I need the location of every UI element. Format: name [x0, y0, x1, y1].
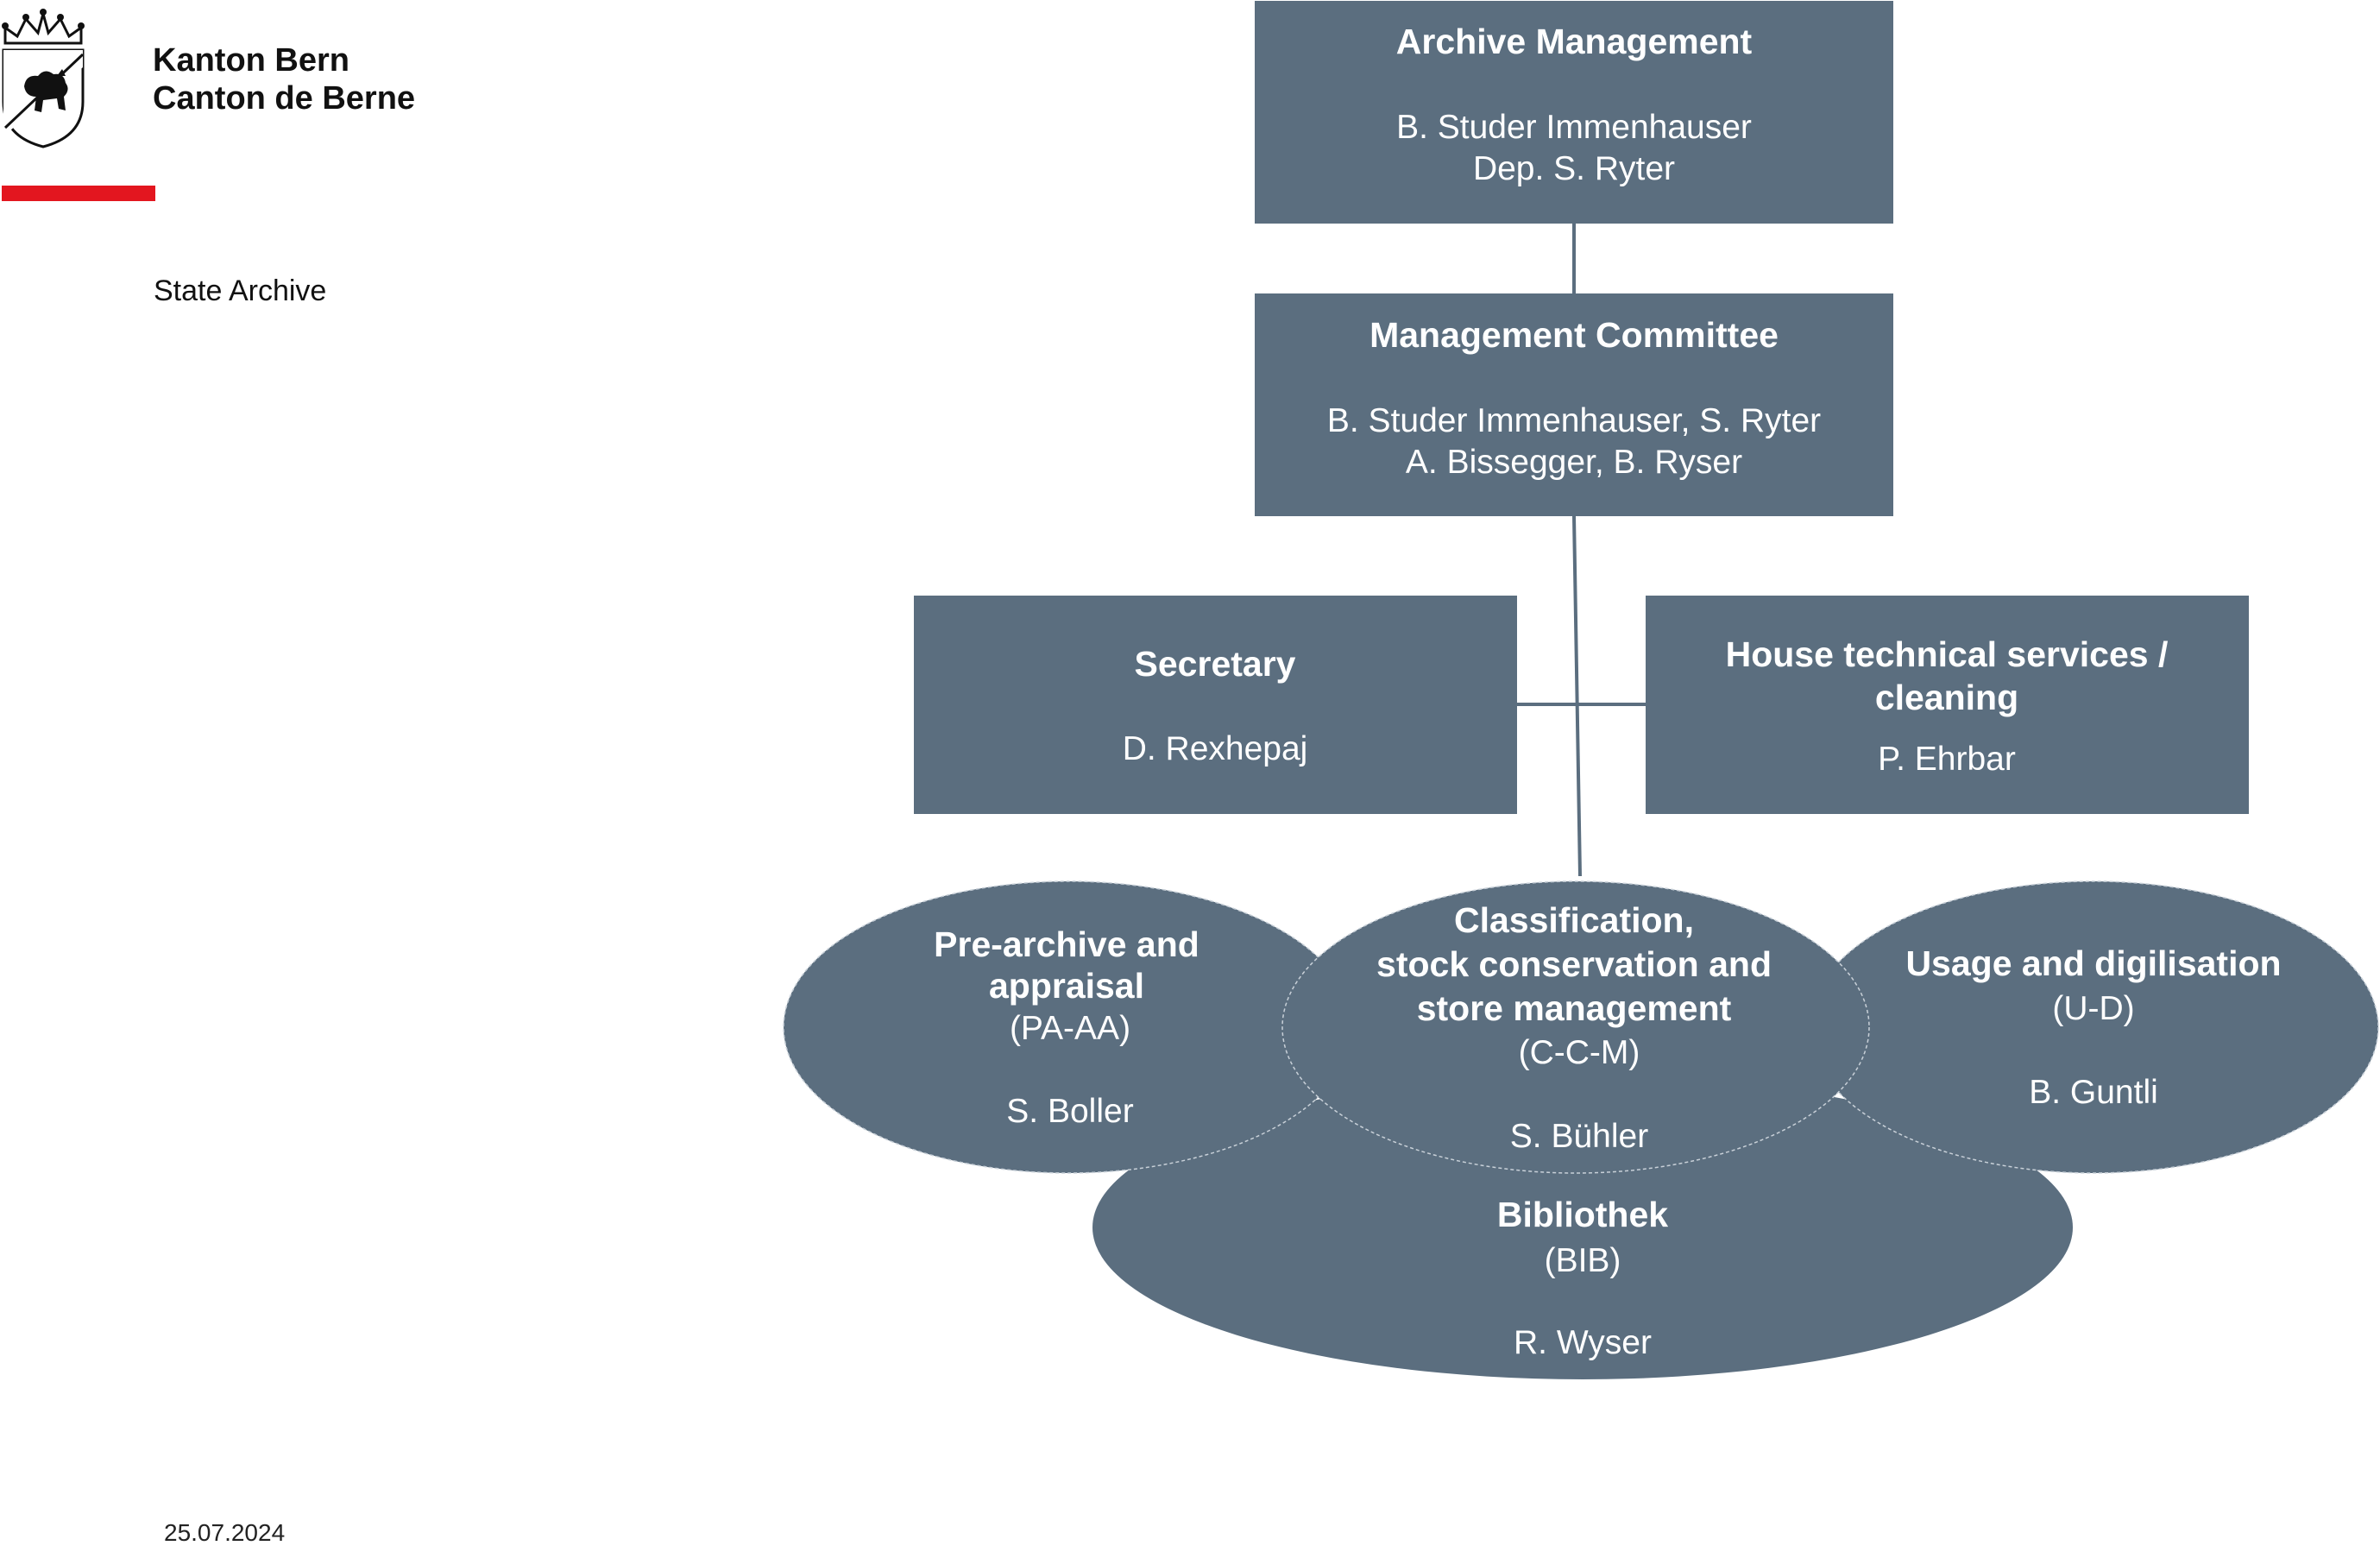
management-committee-members-2: A. Bissegger, B. Ryser — [1406, 444, 1742, 481]
classification-ellipse: Classification, stock conservation and s… — [1281, 880, 1870, 1174]
usage-person: B. Guntli — [2029, 1074, 2158, 1111]
pre-archive-title-2: appraisal — [989, 966, 1144, 1006]
usage-ellipse: Usage and digilisation (U-D) B. Guntli — [1808, 880, 2379, 1174]
secretary-box: Secretary D. Rexhepaj — [914, 596, 1517, 814]
management-committee-members-1: B. Studer Immenhauser, S. Ryter — [1327, 402, 1821, 439]
connector-line — [1572, 515, 1582, 877]
classification-title-1: Classification, — [1454, 900, 1694, 940]
archive-management-box: Archive Management B. Studer Immenhauser… — [1255, 1, 1893, 224]
library-abbr: (BIB) — [1545, 1242, 1621, 1279]
pre-archive-person: S. Boller — [1006, 1093, 1133, 1130]
canton-name-french: Canton de Berne — [153, 80, 416, 117]
classification-abbr: (C-C-M) — [1519, 1034, 1640, 1071]
house-services-person: P. Ehrbar — [1878, 741, 2016, 778]
pre-archive-ellipse: Pre-archive and appraisal (PA-AA) S. Bol… — [783, 880, 1354, 1174]
secretary-person: D. Rexhepaj — [1123, 730, 1308, 767]
house-services-title-2: cleaning — [1875, 678, 2018, 717]
pre-archive-title-1: Pre-archive and — [934, 924, 1199, 964]
classification-title-2: stock conservation and — [1376, 944, 1772, 984]
house-services-title-1: House technical services / — [1726, 634, 2169, 674]
management-committee-box: Management Committee B. Studer Immenhaus… — [1255, 293, 1893, 516]
house-services-box: House technical services / cleaning P. E… — [1646, 596, 2249, 814]
document-date: 25.07.2024 — [164, 1519, 286, 1546]
usage-title: Usage and digilisation — [1905, 943, 2281, 983]
management-committee-title: Management Committee — [1369, 315, 1779, 355]
red-accent-bar — [2, 186, 155, 201]
bern-coat-of-arms-logo — [0, 7, 86, 154]
classification-title-3: store management — [1417, 988, 1732, 1028]
library-title: Bibliothek — [1497, 1195, 1668, 1234]
secretary-title: Secretary — [1135, 644, 1296, 684]
usage-abbr: (U-D) — [2052, 990, 2134, 1027]
library-person: R. Wyser — [1514, 1324, 1652, 1361]
canton-name-german: Kanton Bern — [153, 42, 349, 79]
department-name: State Archive — [154, 274, 327, 307]
archive-management-deputy: Dep. S. Ryter — [1473, 150, 1675, 187]
library-ellipse: Bibliothek (BIB) R. Wyser — [1092, 1076, 2073, 1379]
archive-management-head: B. Studer Immenhauser — [1396, 109, 1752, 146]
archive-management-title: Archive Management — [1396, 22, 1753, 61]
classification-person: S. Bühler — [1510, 1118, 1648, 1155]
pre-archive-abbr: (PA-AA) — [1010, 1010, 1130, 1047]
